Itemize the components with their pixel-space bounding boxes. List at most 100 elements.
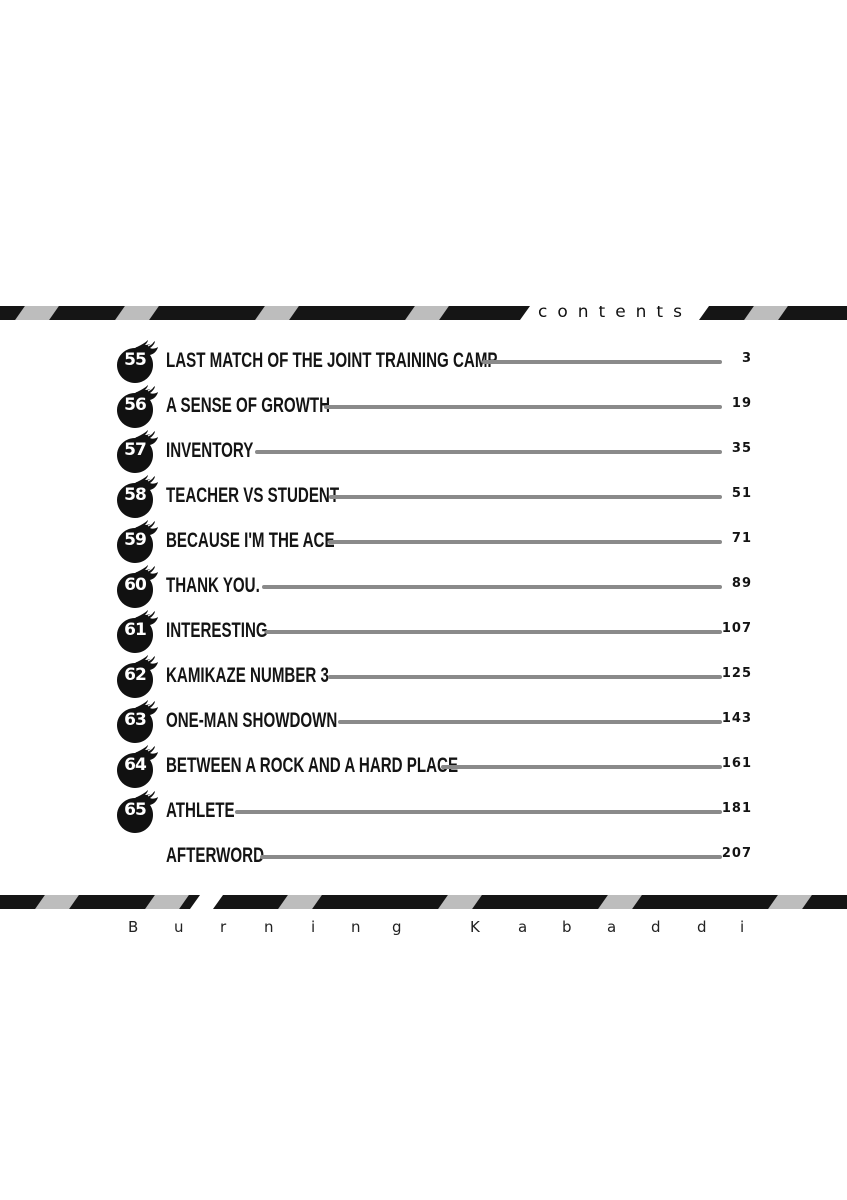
chapter-title: AFTERWORD [166, 844, 264, 867]
footer-bar-left [0, 895, 200, 909]
footer-band [0, 895, 847, 909]
chapter-number: 56 [124, 395, 147, 415]
page-number: 19 [731, 396, 752, 411]
chapter-number: 63 [124, 710, 147, 730]
page-number: 125 [721, 666, 752, 681]
bar-stripe [438, 895, 482, 909]
chapter-title: ONE-MAN SHOWDOWN [166, 709, 338, 732]
toc-entry[interactable]: 65 ATHLETE 181 [112, 789, 752, 833]
leader-line [255, 450, 722, 454]
chapter-number: 60 [124, 575, 147, 595]
leader-line [324, 405, 722, 409]
flame-icon [117, 520, 158, 563]
flame-icon [117, 700, 158, 743]
footer-letter: K [470, 918, 480, 936]
toc-entry[interactable]: 64 BETWEEN A ROCK AND A HARD PLACE 161 [112, 744, 752, 788]
toc-entry[interactable]: 57 INVENTORY 35 [112, 429, 752, 473]
chapter-number: 64 [124, 755, 147, 775]
chapter-title: BETWEEN A ROCK AND A HARD PLACE [166, 754, 459, 777]
chapter-number: 61 [124, 620, 147, 640]
chapter-title: THANK YOU. [166, 574, 260, 597]
footer-letter: b [562, 918, 572, 936]
header-bar-left [0, 306, 530, 320]
page-number: 35 [731, 441, 752, 456]
page-number: 89 [731, 576, 752, 591]
footer-letter: B [128, 918, 139, 936]
chapter-flame-badge: 56 [115, 384, 159, 428]
leader-line [441, 765, 722, 769]
chapter-number: 55 [124, 350, 147, 370]
leader-line [329, 495, 722, 499]
toc-entry[interactable]: 58 TEACHER VS STUDENT 51 [112, 474, 752, 518]
footer-letter: i [740, 918, 745, 936]
footer-letter: a [518, 918, 528, 936]
bar-stripe [744, 306, 788, 320]
contents-header-band: contents [0, 306, 847, 320]
bar-stripe [145, 895, 189, 909]
chapter-flame-badge: 64 [115, 744, 159, 788]
chapter-title: BECAUSE I'M THE ACE [166, 529, 335, 552]
flame-icon [117, 475, 158, 518]
page-number: 181 [721, 801, 752, 816]
bar-stripe [768, 895, 812, 909]
page-number: 161 [721, 756, 752, 771]
flame-icon [117, 655, 158, 698]
chapter-flame-badge: 55 [115, 339, 159, 383]
bar-stripe [255, 306, 299, 320]
chapter-title: TEACHER VS STUDENT [166, 484, 340, 507]
toc-entry[interactable]: 56 A SENSE OF GROWTH 19 [112, 384, 752, 428]
leader-line [338, 720, 722, 724]
chapter-flame-badge: 59 [115, 519, 159, 563]
footer-letter: r [220, 918, 227, 936]
footer-bar-right [213, 895, 847, 909]
chapter-title: A SENSE OF GROWTH [166, 394, 331, 417]
chapter-flame-badge: 62 [115, 654, 159, 698]
chapter-title: KAMIKAZE NUMBER 3 [166, 664, 329, 687]
bar-stripe [15, 306, 59, 320]
bar-stripe [278, 895, 322, 909]
footer-letter: g [392, 918, 402, 936]
contents-heading: contents [538, 306, 692, 320]
bar-stripe [35, 895, 79, 909]
toc-entry[interactable]: 62 KAMIKAZE NUMBER 3 125 [112, 654, 752, 698]
toc-entry[interactable]: 60 THANK YOU. 89 [112, 564, 752, 608]
chapter-flame-badge: 63 [115, 699, 159, 743]
leader-line [265, 630, 722, 634]
page-number: 143 [721, 711, 752, 726]
leader-line [482, 360, 722, 364]
bar-stripe [405, 306, 449, 320]
flame-icon [117, 745, 158, 788]
leader-line [328, 540, 722, 544]
flame-icon [117, 340, 158, 383]
footer-letter: a [607, 918, 617, 936]
footer-letter: n [351, 918, 361, 936]
page-number: 107 [721, 621, 752, 636]
footer-letter: d [697, 918, 707, 936]
chapter-number: 58 [124, 485, 147, 505]
chapter-flame-badge: 65 [115, 789, 159, 833]
flame-icon [117, 385, 158, 428]
header-bar-right [699, 306, 847, 320]
page-number: 51 [731, 486, 752, 501]
flame-icon [117, 565, 158, 608]
leader-line [262, 585, 722, 589]
leader-line [235, 810, 722, 814]
bar-stripe [598, 895, 642, 909]
toc-entry[interactable]: 63 ONE-MAN SHOWDOWN 143 [112, 699, 752, 743]
chapter-flame-badge: 61 [115, 609, 159, 653]
chapter-number: 65 [124, 800, 147, 820]
chapter-flame-badge: 60 [115, 564, 159, 608]
footer-letter: d [651, 918, 661, 936]
page-number: 3 [741, 351, 752, 366]
chapter-flame-badge: 57 [115, 429, 159, 473]
chapter-title: INVENTORY [166, 439, 254, 462]
chapter-number: 57 [124, 440, 147, 460]
chapter-title: ATHLETE [166, 799, 235, 822]
bar-stripe [115, 306, 159, 320]
footer-letter: u [174, 918, 184, 936]
